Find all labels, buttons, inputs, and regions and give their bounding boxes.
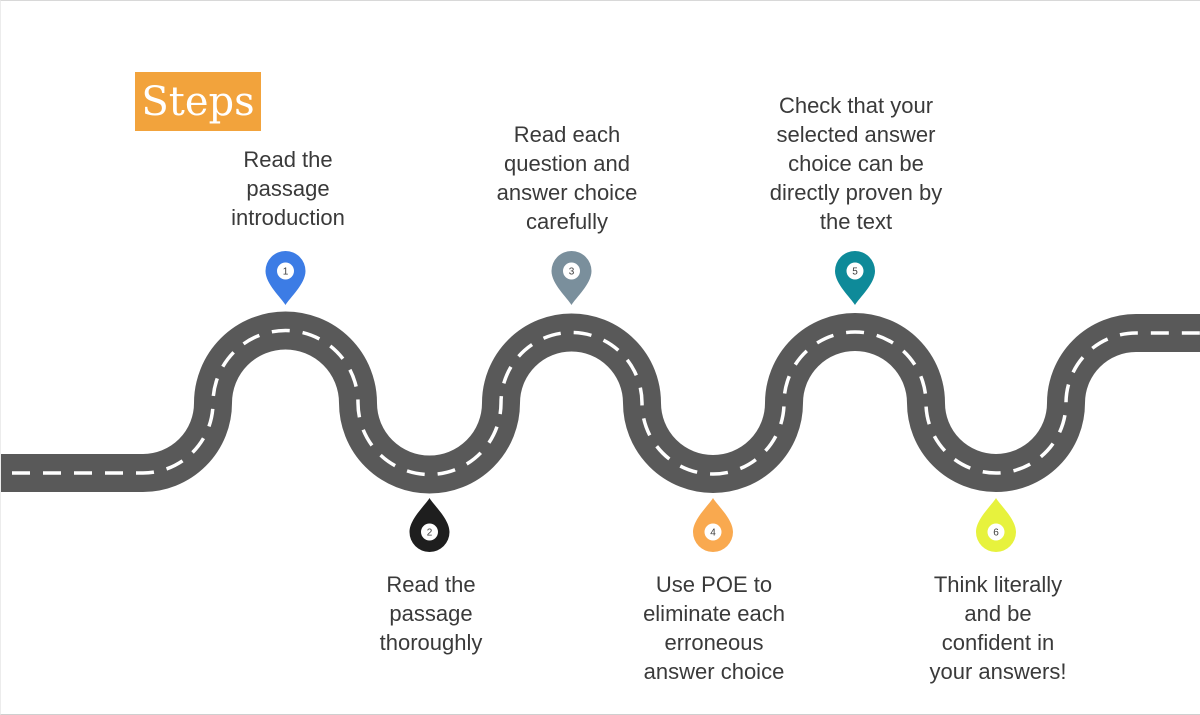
step-pin-6 [976, 498, 1016, 552]
pin-number-5: 5 [852, 267, 858, 278]
step-label-4: Use POE to eliminate each erroneous answ… [643, 572, 785, 684]
road-asphalt [1, 311, 1200, 494]
step-pin-5 [835, 251, 875, 305]
pin-number-circle [421, 523, 438, 541]
step-pin-4 [693, 498, 733, 552]
page-title: Steps [135, 72, 261, 131]
step-label-2: Read the passage thoroughly [379, 572, 483, 655]
step-label-3: Read each question and answer choice car… [496, 122, 638, 234]
road-center-line [1, 328, 1200, 477]
step-pin-3 [551, 251, 592, 305]
step-pin-2 [409, 498, 450, 552]
step-pin-1 [265, 251, 306, 305]
step-label-1: Read the passage introduction [231, 147, 345, 230]
pin-number-6: 6 [993, 528, 999, 539]
pin-number-circle [987, 523, 1005, 541]
step-label-6: Think literally and be confident in your… [929, 572, 1067, 684]
pin-number-circle [277, 262, 294, 280]
pin-number-circle [846, 262, 864, 280]
pin-number-2: 2 [427, 528, 433, 539]
pin-number-4: 4 [710, 528, 716, 539]
pin-number-circle [704, 523, 722, 541]
step-label-5: Check that your selected answer choice c… [769, 93, 943, 234]
pin-number-circle [563, 262, 580, 280]
pin-number-1: 1 [283, 267, 289, 278]
pin-number-3: 3 [569, 267, 575, 278]
